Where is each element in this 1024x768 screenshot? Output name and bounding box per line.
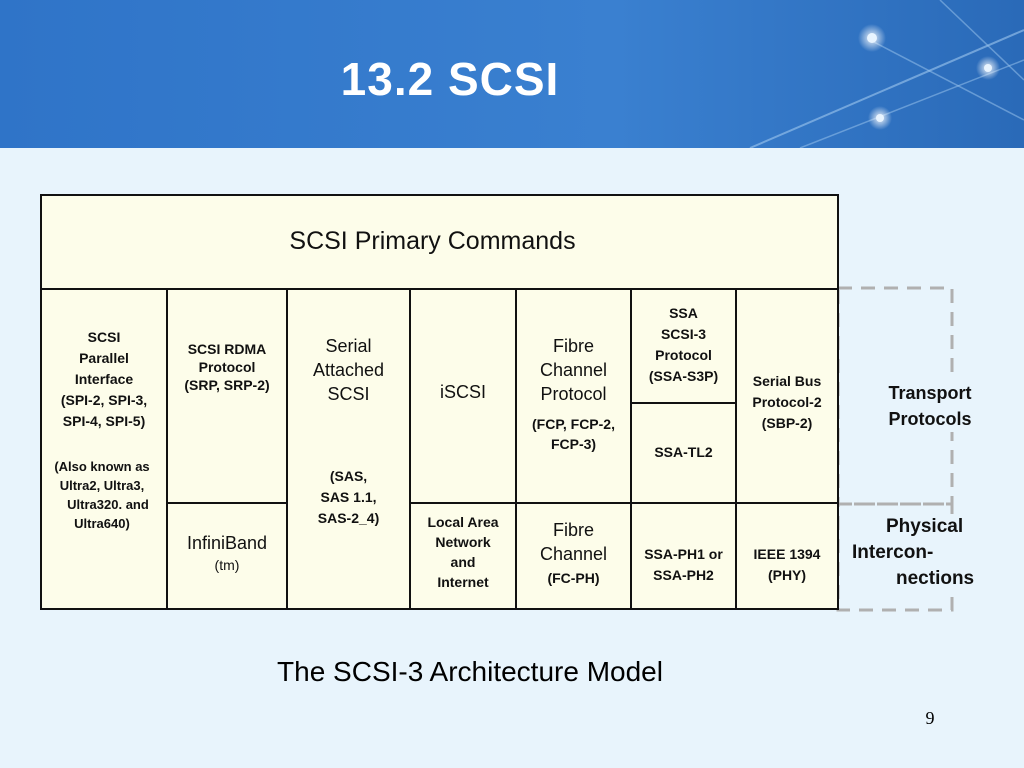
physical-interconnections-label: Physical Intercon- nections (848, 514, 998, 592)
page-number: 9 (925, 708, 935, 728)
diagram-caption: The SCSI-3 Architecture Model (277, 656, 663, 687)
lan-label: Local Area Network and Internet (427, 514, 499, 590)
ieee1394-label: IEEE 1394 (PHY) (753, 546, 821, 583)
iscsi-label: iSCSI (439, 382, 486, 402)
parallel-interface-cell (40, 288, 168, 610)
parallel-interface-label: SCSI Parallel Interface (SPI-2, SPI-3, S… (60, 329, 148, 429)
infiniband-cell (166, 502, 288, 610)
srp-label: SCSI RDMA Protocol (SRP, SRP-2) (184, 341, 270, 393)
fcph-cell (515, 502, 632, 610)
iscsi-cell (409, 288, 517, 504)
slide-header: 13.2 SCSI (0, 0, 1024, 148)
srp-cell (166, 288, 288, 504)
transport-protocols-label: Transport Protocols (860, 380, 1000, 432)
sbp-cell (735, 288, 839, 504)
sbp-label: Serial Bus Protocol-2 (SBP-2) (752, 373, 822, 431)
slide-title: 13.2 SCSI (340, 53, 560, 105)
primary-commands-cell (40, 194, 839, 290)
fcp-versions-label: (FCP, FCP-2, FCP-3) (532, 416, 615, 452)
sas-versions-label: (SAS, SAS 1.1, SAS-2_4) (317, 468, 380, 526)
sas-cell (286, 288, 411, 610)
ssa-ph-cell (630, 502, 737, 610)
also-known-label: (Also known as Ultra2, Ultra3, Ultra320.… (54, 459, 150, 531)
ieee1394-cell (735, 502, 839, 610)
sas-label: Serial Attached SCSI (312, 336, 385, 404)
ssa-protocol-label: SSA SCSI-3 Protocol (SSA-S3P) (648, 305, 719, 384)
primary-commands-label: SCSI Primary Commands (289, 227, 576, 255)
fcph-label: Fibre Channel (FC-PH) (539, 520, 608, 586)
decorative-header-art (749, 0, 1024, 148)
ssa-tl2-label: SSA-TL2 (654, 444, 713, 460)
fcp-cell (515, 288, 632, 504)
infiniband-label: InfiniBand (tm) (186, 533, 268, 573)
ssa-ph-label: SSA-PH1 or SSA-PH2 (644, 546, 723, 583)
fcp-label: Fibre Channel Protocol (539, 336, 608, 404)
